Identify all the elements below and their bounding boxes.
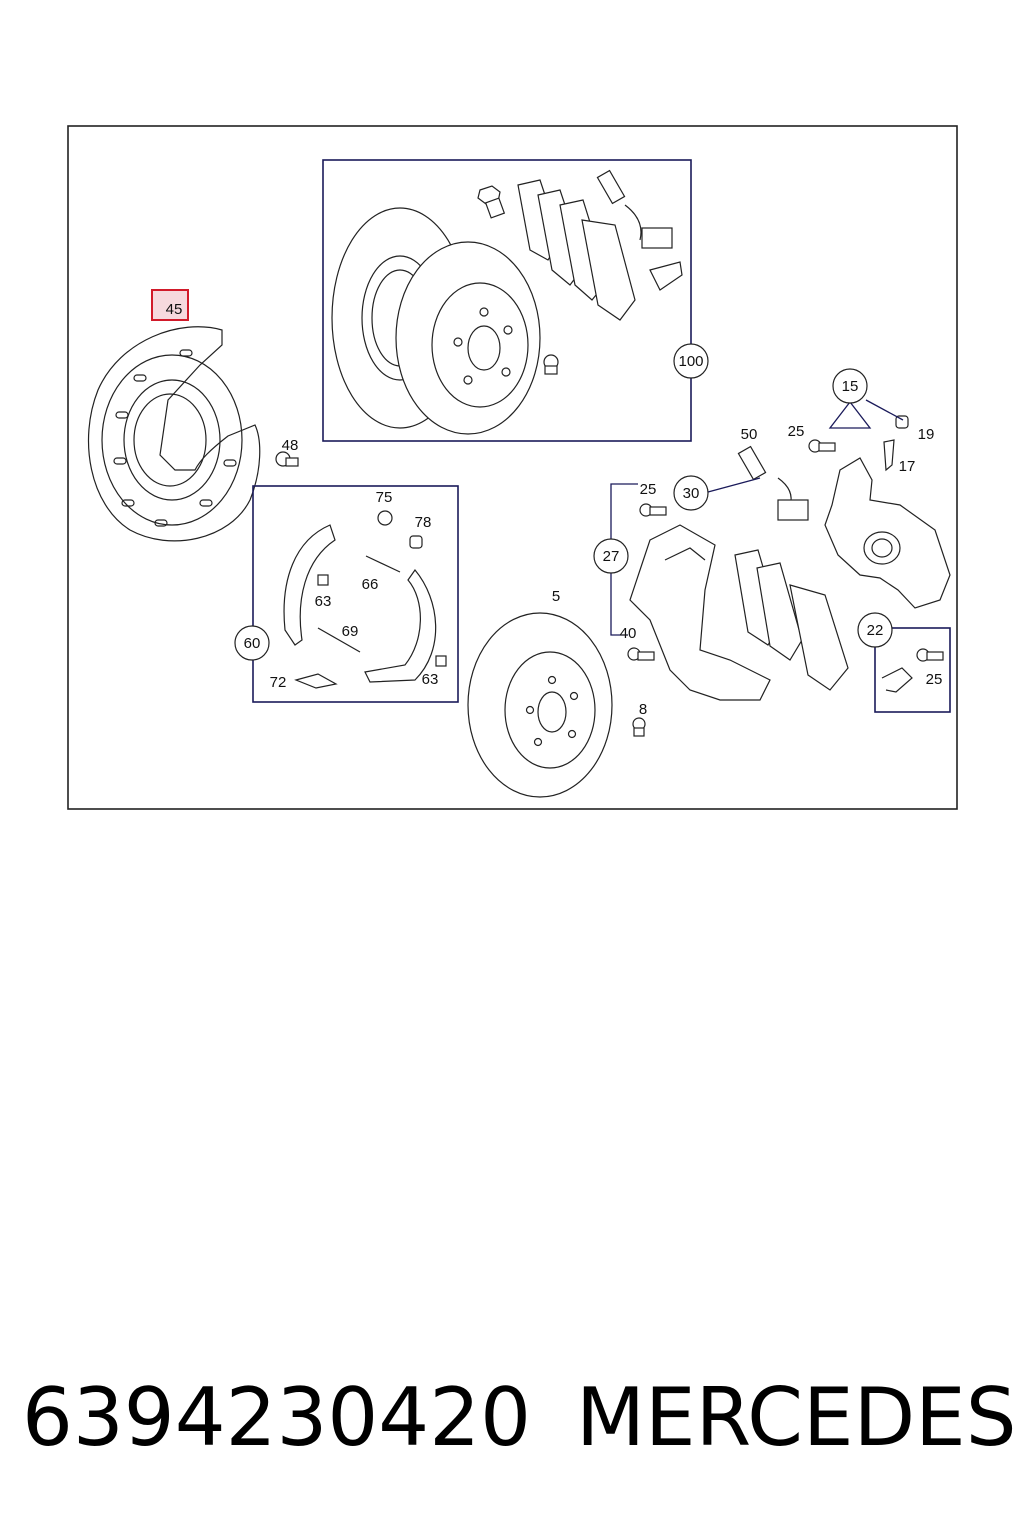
group-100-box [322,159,692,442]
callout-15-circle[interactable] [832,368,868,404]
brand-name: MERCEDES [576,1371,1017,1464]
wear-sensor-drawing [596,169,683,291]
callout-72[interactable]: 72 [270,674,287,691]
brake-pads-lower-drawing [734,549,849,691]
callout-45[interactable]: 45 [166,301,183,318]
bolt-drawing [477,185,506,219]
footer-caption: 6394230420 MERCEDES [0,1368,1024,1468]
bolt-40-drawing [627,647,655,661]
callout-100-circle[interactable] [673,343,709,379]
callout-25-carrier[interactable]: 25 [640,481,657,498]
callout-5[interactable]: 5 [552,588,560,605]
callout-15[interactable]: 15 [842,378,859,395]
caliper-carrier-drawing [629,524,771,701]
brake-disc-pair-drawing [331,207,541,435]
callout-15-lead [828,399,904,429]
callout-40[interactable]: 40 [620,625,637,642]
callout-8[interactable]: 8 [639,701,647,718]
callout-66[interactable]: 66 [362,576,379,593]
callout-25-clip[interactable]: 25 [926,671,943,688]
bleeder-17-drawing [883,439,895,472]
callout-78[interactable]: 78 [415,514,432,531]
callout-25-caliper[interactable]: 25 [788,423,805,440]
bolt-25-caliper-drawing [808,439,836,453]
bolt-25-drawing [639,503,667,517]
callout-63-lower[interactable]: 63 [422,671,439,688]
caliper-housing-drawing [824,457,951,609]
callout-19[interactable]: 19 [918,426,935,443]
part-number: 6394230420 [22,1371,531,1464]
callout-45-highlight[interactable] [151,289,189,321]
callout-60-circle[interactable] [234,625,270,661]
callout-69[interactable]: 69 [342,623,359,640]
callout-63-upper[interactable]: 63 [315,593,332,610]
callout-48[interactable]: 48 [282,437,299,454]
callout-27-circle[interactable] [593,538,629,574]
callout-50[interactable]: 50 [741,426,758,443]
screw-drawing [543,354,559,375]
spring-clip-22-drawing [881,648,944,693]
callout-75[interactable]: 75 [376,489,393,506]
brake-disc-5-drawing [467,612,613,798]
callout-22-circle[interactable] [857,612,893,648]
callout-30-lead [707,477,761,493]
screw-8-drawing [632,717,646,737]
callout-17[interactable]: 17 [899,458,916,475]
group-60-box [252,485,459,703]
callout-100[interactable]: 100 [678,353,703,370]
guide-pin-50-drawing [737,445,809,521]
cap-19-drawing [895,415,909,429]
callout-22[interactable]: 22 [867,622,884,639]
brake-pads-drawing [517,179,636,321]
screw-48-drawing [275,451,299,467]
group-22-box [874,627,951,713]
backing-plate-drawing [87,326,261,542]
parking-shoes-drawing [283,510,447,689]
diagram-frame [67,125,958,810]
callout-60[interactable]: 60 [244,635,261,652]
callout-27[interactable]: 27 [603,548,620,565]
callout-30-circle[interactable] [673,475,709,511]
callout-30[interactable]: 30 [683,485,700,502]
